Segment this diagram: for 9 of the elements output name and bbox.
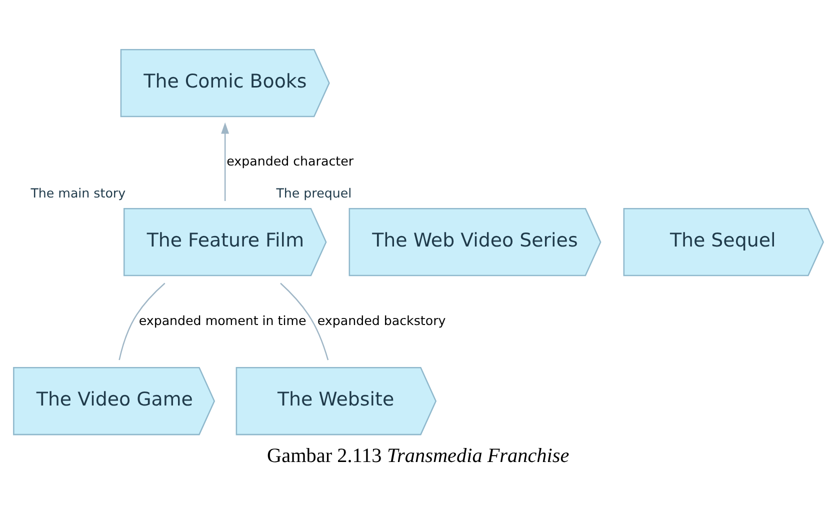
node-label: The main story — [30, 185, 126, 200]
arrow — [221, 122, 230, 201]
edge-label: expanded moment in time — [138, 312, 306, 328]
connector — [118, 282, 166, 360]
edge-label: expanded backstory — [317, 312, 446, 328]
caption: Gambar 2.113 Transmedia Franchise — [267, 445, 570, 468]
edge-label: expanded character — [226, 154, 354, 169]
node-label: The prequel — [276, 185, 352, 200]
connector — [280, 282, 329, 360]
